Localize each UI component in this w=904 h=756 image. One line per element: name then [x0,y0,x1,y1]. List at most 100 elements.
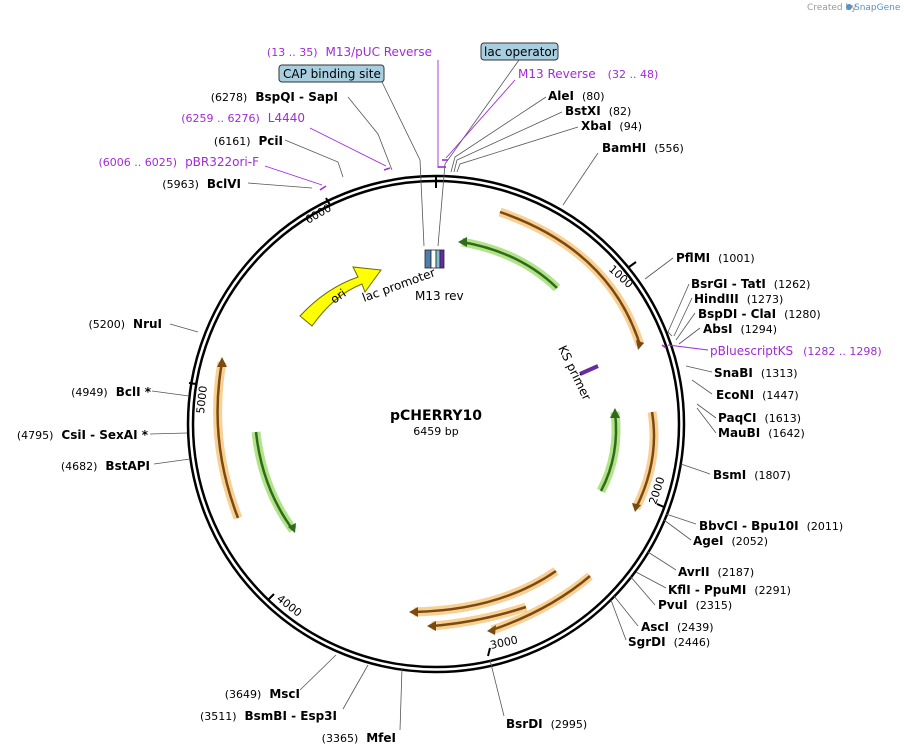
site-bcli: (4949)BclI * [71,385,152,399]
leader-kfli [635,571,667,589]
cap-binding-site-label: CAP binding site [283,67,381,81]
site-labels-left: (3365)MfeI (3511)BsmBI - Esp3I (3649)Msc… [17,90,396,745]
mark-l4440 [383,167,391,171]
site-bsmbi-esp3i: (3511)BsmBI - Esp3I [200,709,337,723]
arrowhead-green-1 [458,237,467,247]
site-agei: AgeI(2052) [693,534,768,548]
leader-cap-box [381,81,425,247]
green-features [251,237,621,533]
site-snabi: SnaBI(1313) [714,366,797,380]
site-bclvi: (5963)BclVI [162,177,241,191]
feature-orange-1 [499,210,642,346]
feature-green-2 [599,411,618,492]
leader-bstapi [153,458,191,465]
site-sgrdi: SgrDI(2446) [628,635,710,649]
tick-5000 [188,382,197,385]
site-bsrgi-tati: BsrGI - TatI(1262) [691,277,810,291]
arrowhead-orange-1 [636,340,644,350]
leader-l4440 [309,127,387,167]
arrowhead-orange-2 [632,503,641,512]
site-pvui: PvuI(2315) [658,598,732,612]
leader-bspdi [675,312,696,341]
site-pcii: (6161)PciI [214,134,283,148]
mark-pbr322ori-f [319,185,327,191]
watermark-brand: SnapGene [854,3,901,13]
leader-bspqi [347,96,393,171]
site-bspdi-clai: BspDI - ClaI(1280) [698,307,821,321]
arrowhead-green-2 [610,408,620,418]
tick-label-5000: 5000 [194,385,210,414]
site-asci: AscI(2439) [641,620,714,634]
watermark-created-by: Created by [807,3,857,13]
plasmid-title: pCHERRY10 6459 bp [390,408,482,438]
leader-alei [450,96,547,173]
leader-msci [299,654,337,691]
primer-leader-lines [264,60,709,351]
ks-primer-arrow [579,364,599,376]
arrowhead-orange-3 [409,607,418,617]
primer-site-marks [319,159,667,349]
arrowhead-green-3 [288,523,296,533]
leader-sgrdi [610,599,627,641]
plasmid-name: pCHERRY10 [390,408,482,424]
orange-arrowheads [217,340,644,635]
primer-l4440: (6259 .. 6276)L4440 [181,111,305,125]
site-kfli-ppumi: KflI - PpuMI(2291) [668,583,791,597]
site-msci: (3649)MscI [225,687,300,701]
leader-nrui [169,323,199,333]
site-bspqi-sapi: (6278)BspQI - SapI [211,90,338,104]
site-csii-sexai: (4795)CsiI - SexAI * [17,428,149,442]
boxed-labels: CAP binding site lac operator [278,42,559,83]
ks-primer-feature: KS primer [555,343,599,403]
leader-bcli [151,390,190,397]
primer-labels: (13 .. 35)M13/pUC Reverse M13 Reverse(32… [99,45,882,358]
primer-pbr322ori-f: (6006 .. 6025)pBR322ori-F [99,155,260,169]
feature-orange-6 [216,361,240,519]
tick-3000 [487,647,491,657]
ks-primer-label: KS primer [555,343,594,402]
orange-features [213,207,659,635]
lac-operator-label: lac operator [484,45,557,59]
mark-pbluescriptks [661,344,667,349]
arrowhead-orange-5 [487,625,496,635]
leader-pbluescriptks [667,344,709,351]
leader-snabi [685,365,713,373]
primer-pbluescriptks: pBluescriptKS(1282 .. 1298) [710,344,882,358]
leader-pflmi [644,257,674,280]
tick-6000 [325,197,331,206]
feature-green-3 [254,431,295,531]
site-pflmi: PflMI(1001) [676,251,755,265]
feature-orange-4 [431,605,527,628]
site-econi: EcoNI(1447) [716,388,799,402]
site-paqci: PaqCI(1613) [718,411,801,425]
leader-avrii [647,551,677,571]
plasmid-size: 6459 bp [413,425,458,438]
leader-maubi [696,407,717,434]
leader-bamhi [562,152,599,206]
m13-rev-label: M13 rev [415,289,464,303]
feature-orange-3-halo [413,567,559,617]
tick-2000 [656,503,665,508]
site-avrii: AvrII(2187) [678,565,754,579]
leader-bsrdi [489,659,505,717]
feature-green-3-halo [251,431,297,533]
leader-hindiii [673,297,693,337]
tick-4000 [267,593,275,601]
leader-absi [678,327,701,345]
m13-rev-block [439,249,445,269]
site-leader-lines [149,59,717,731]
feature-orange-5 [491,575,591,632]
site-hindiii: HindIII(1273) [694,292,783,306]
leader-bstxi [453,111,563,173]
feature-green-1 [461,240,558,289]
leader-agei [663,519,692,541]
site-absi: AbsI(1294) [703,322,777,336]
leader-m13-reverse [445,79,516,159]
leader-csii [149,432,188,435]
feature-orange-6-halo [213,361,243,520]
site-maubi: MauBI(1642) [718,426,805,440]
leader-pvui [629,575,656,606]
site-bamhi: BamHI(556) [602,141,684,155]
leader-lac-operator-box [437,59,520,247]
